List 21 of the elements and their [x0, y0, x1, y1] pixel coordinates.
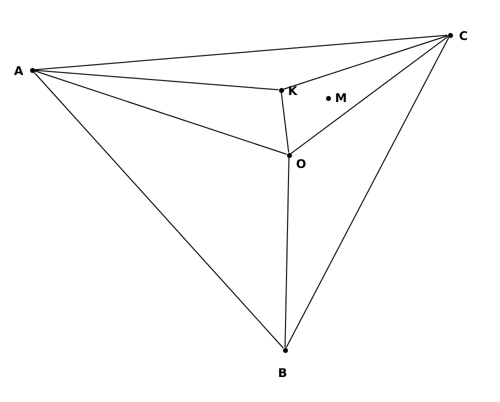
- line-segment: [280, 92, 290, 154]
- point-dot: [286, 152, 292, 158]
- point-label: C: [459, 30, 468, 42]
- line-segment: [290, 36, 448, 154]
- line-segment: [34, 70, 279, 90]
- point-dot: [278, 88, 284, 92]
- line-segment: [33, 71, 284, 349]
- point-label: B: [278, 367, 288, 379]
- point-label: K: [288, 85, 298, 97]
- line-segment: [282, 35, 448, 90]
- point-dot: [326, 96, 330, 100]
- point-dot: [448, 32, 452, 38]
- point-label: O: [296, 158, 306, 170]
- line-segment: [34, 34, 448, 70]
- point-label: A: [14, 65, 24, 77]
- point-label: M: [335, 92, 347, 104]
- point-dot: [30, 68, 34, 72]
- line-segment: [286, 36, 450, 348]
- line-segment: [34, 70, 288, 155]
- line-segment: [284, 157, 290, 348]
- point-dot: [282, 348, 288, 352]
